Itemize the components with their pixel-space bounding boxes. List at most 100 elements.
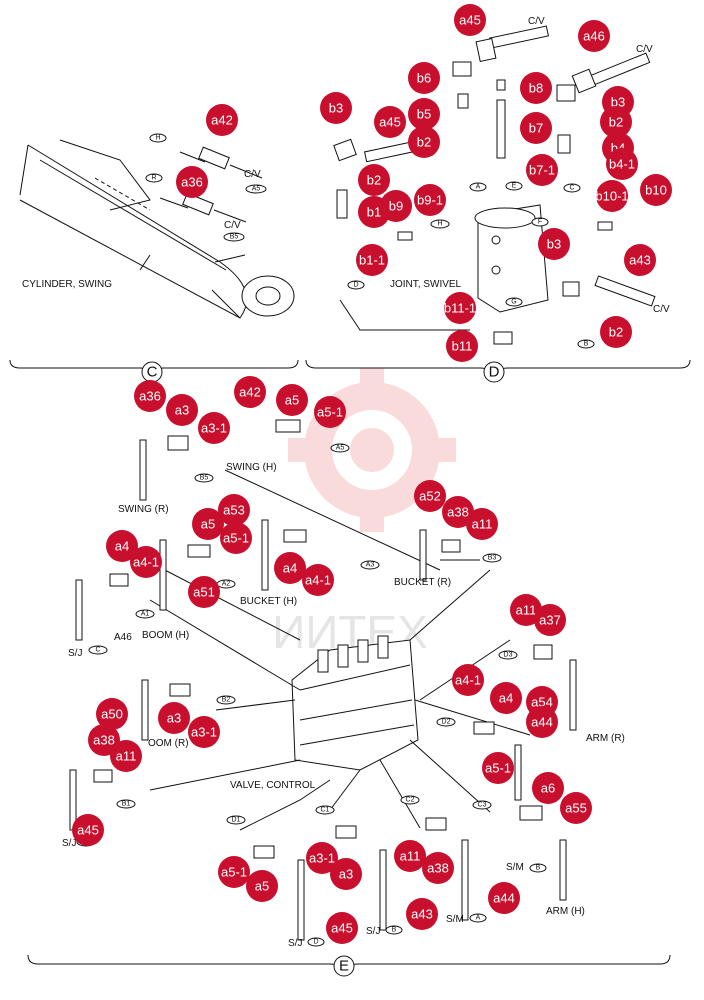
callout-badge-label: b3	[611, 95, 625, 110]
callout-badge-circle	[192, 508, 224, 540]
callout-badge[interactable]: a4-1	[302, 564, 334, 596]
callout-badge-label: b2	[367, 173, 381, 188]
arm-h-label: ARM (H)	[546, 906, 585, 917]
callout-badge[interactable]: a5	[192, 508, 224, 540]
callout-badge[interactable]: b2	[408, 126, 440, 158]
callout-badge[interactable]: b11	[446, 330, 478, 362]
callout-badge[interactable]: b2	[600, 106, 632, 138]
callout-badge[interactable]: a38	[88, 724, 120, 756]
callout-badge-label: a54	[531, 695, 553, 710]
callout-badge[interactable]: b1	[358, 196, 390, 228]
callout-badge[interactable]: a55	[560, 792, 592, 824]
callout-badge[interactable]: b9-1	[414, 184, 446, 216]
tag-b1-e: B1	[122, 801, 131, 808]
callout-badge-label: a3-1	[309, 851, 335, 866]
callout-badge[interactable]: a5	[276, 384, 308, 416]
callout-badge-circle	[246, 870, 278, 902]
tag-c: C	[569, 185, 574, 192]
callout-badge[interactable]: b6	[408, 62, 440, 94]
callout-badge-circle	[110, 740, 142, 772]
callout-badge[interactable]: a36	[134, 380, 166, 412]
callout-badge[interactable]: a46	[578, 20, 610, 52]
callout-badge-circle	[624, 244, 656, 276]
callout-badge[interactable]: a4	[490, 682, 522, 714]
callout-badge[interactable]: b8	[520, 72, 552, 104]
callout-badge[interactable]: b10	[640, 174, 672, 206]
callout-badge[interactable]: a4-1	[130, 546, 162, 578]
callout-badge[interactable]: a37	[534, 604, 566, 636]
callout-badge[interactable]: a4	[274, 552, 306, 584]
callout-badge[interactable]: a11	[394, 840, 426, 872]
callout-badge[interactable]: a44	[488, 882, 520, 914]
bucket-h-label: BUCKET (H)	[240, 596, 297, 607]
callout-badge-label: a51	[193, 585, 215, 600]
callout-badge[interactable]: a42	[234, 376, 266, 408]
sj-b-label: S/J	[366, 926, 380, 937]
callout-badge[interactable]: a5-1	[314, 396, 346, 428]
callout-badge[interactable]: a5-1	[218, 856, 250, 888]
callout-badge[interactable]: a5	[246, 870, 278, 902]
valve-control-label: VALVE, CONTROL	[230, 780, 316, 791]
callout-badge[interactable]: a3-1	[198, 412, 230, 444]
callout-badge[interactable]: a53	[218, 494, 250, 526]
callout-badge-label: a5	[285, 393, 299, 408]
callout-badge[interactable]: a3	[330, 858, 362, 890]
callout-badge-circle	[206, 104, 238, 136]
callout-badge[interactable]: b2	[600, 316, 632, 348]
callout-badge[interactable]: b1-1	[356, 244, 388, 276]
callout-badge[interactable]: a11	[510, 594, 542, 626]
callout-badge[interactable]: a45	[326, 912, 358, 944]
tag-d: D	[353, 282, 358, 289]
callout-badge-circle	[394, 840, 426, 872]
callout-badge[interactable]: a45	[454, 4, 486, 36]
callout-badge[interactable]: a45	[72, 814, 104, 846]
callout-badge[interactable]: b7	[520, 112, 552, 144]
callout-badge[interactable]: a3-1	[306, 842, 338, 874]
callout-badge-label: a5-1	[221, 865, 247, 880]
callout-badge[interactable]: a5-1	[220, 522, 252, 554]
callout-badge[interactable]: a4-1	[452, 664, 484, 696]
callout-badge-label: a5-1	[317, 405, 343, 420]
callout-badge[interactable]: a11	[466, 508, 498, 540]
callout-badge[interactable]: a43	[624, 244, 656, 276]
callout-badge-circle	[314, 396, 346, 428]
callout-badge-circle	[220, 522, 252, 554]
callout-badge[interactable]: a11	[110, 740, 142, 772]
callout-badge[interactable]: a3-1	[188, 716, 220, 748]
callout-badge[interactable]: a3	[166, 394, 198, 426]
callout-badge[interactable]: a5-1	[482, 752, 514, 784]
callout-badge[interactable]: a6	[532, 772, 564, 804]
callout-badge[interactable]: a52	[414, 480, 446, 512]
callout-badge[interactable]: b2	[358, 164, 390, 196]
tag-a5-e: A5	[336, 445, 345, 452]
callout-badge[interactable]: b10-1	[595, 180, 629, 212]
callout-badge-circle	[188, 576, 220, 608]
callout-badge-label: a3	[339, 867, 353, 882]
callout-badge[interactable]: a3	[158, 702, 190, 734]
callout-badge[interactable]: a50	[96, 698, 128, 730]
callout-badge[interactable]: a4	[106, 530, 138, 562]
callout-badge-label: b6	[417, 71, 431, 86]
callout-badge[interactable]: a51	[188, 576, 220, 608]
callout-badge[interactable]: b5	[408, 98, 440, 130]
cylinder-swing-label: CYLINDER, SWING	[22, 279, 112, 290]
callout-badge-circle	[520, 72, 552, 104]
callout-badge[interactable]: b4-1	[606, 148, 638, 180]
callout-badge-circle	[454, 4, 486, 36]
callout-badge[interactable]: a44	[526, 706, 558, 738]
callout-badge[interactable]: a45	[374, 106, 406, 138]
callout-badge[interactable]: b7-1	[526, 154, 558, 186]
callout-badge[interactable]: b3	[320, 92, 352, 124]
callout-badge[interactable]: a38	[422, 852, 454, 884]
callout-badge[interactable]: a36	[176, 166, 208, 198]
callout-badge[interactable]: b3	[538, 228, 570, 260]
callout-badge-label: a36	[181, 175, 203, 190]
callout-badge[interactable]: b11-1	[444, 292, 476, 324]
tag-d1: D1	[232, 817, 241, 824]
callout-badge[interactable]: a43	[406, 898, 438, 930]
callout-badge[interactable]: a42	[206, 104, 238, 136]
callout-badge-label: b7-1	[529, 163, 555, 178]
callout-badge[interactable]: a38	[442, 496, 474, 528]
callout-badge-circle	[444, 292, 476, 324]
callout-badge-label: b9-1	[417, 193, 443, 208]
